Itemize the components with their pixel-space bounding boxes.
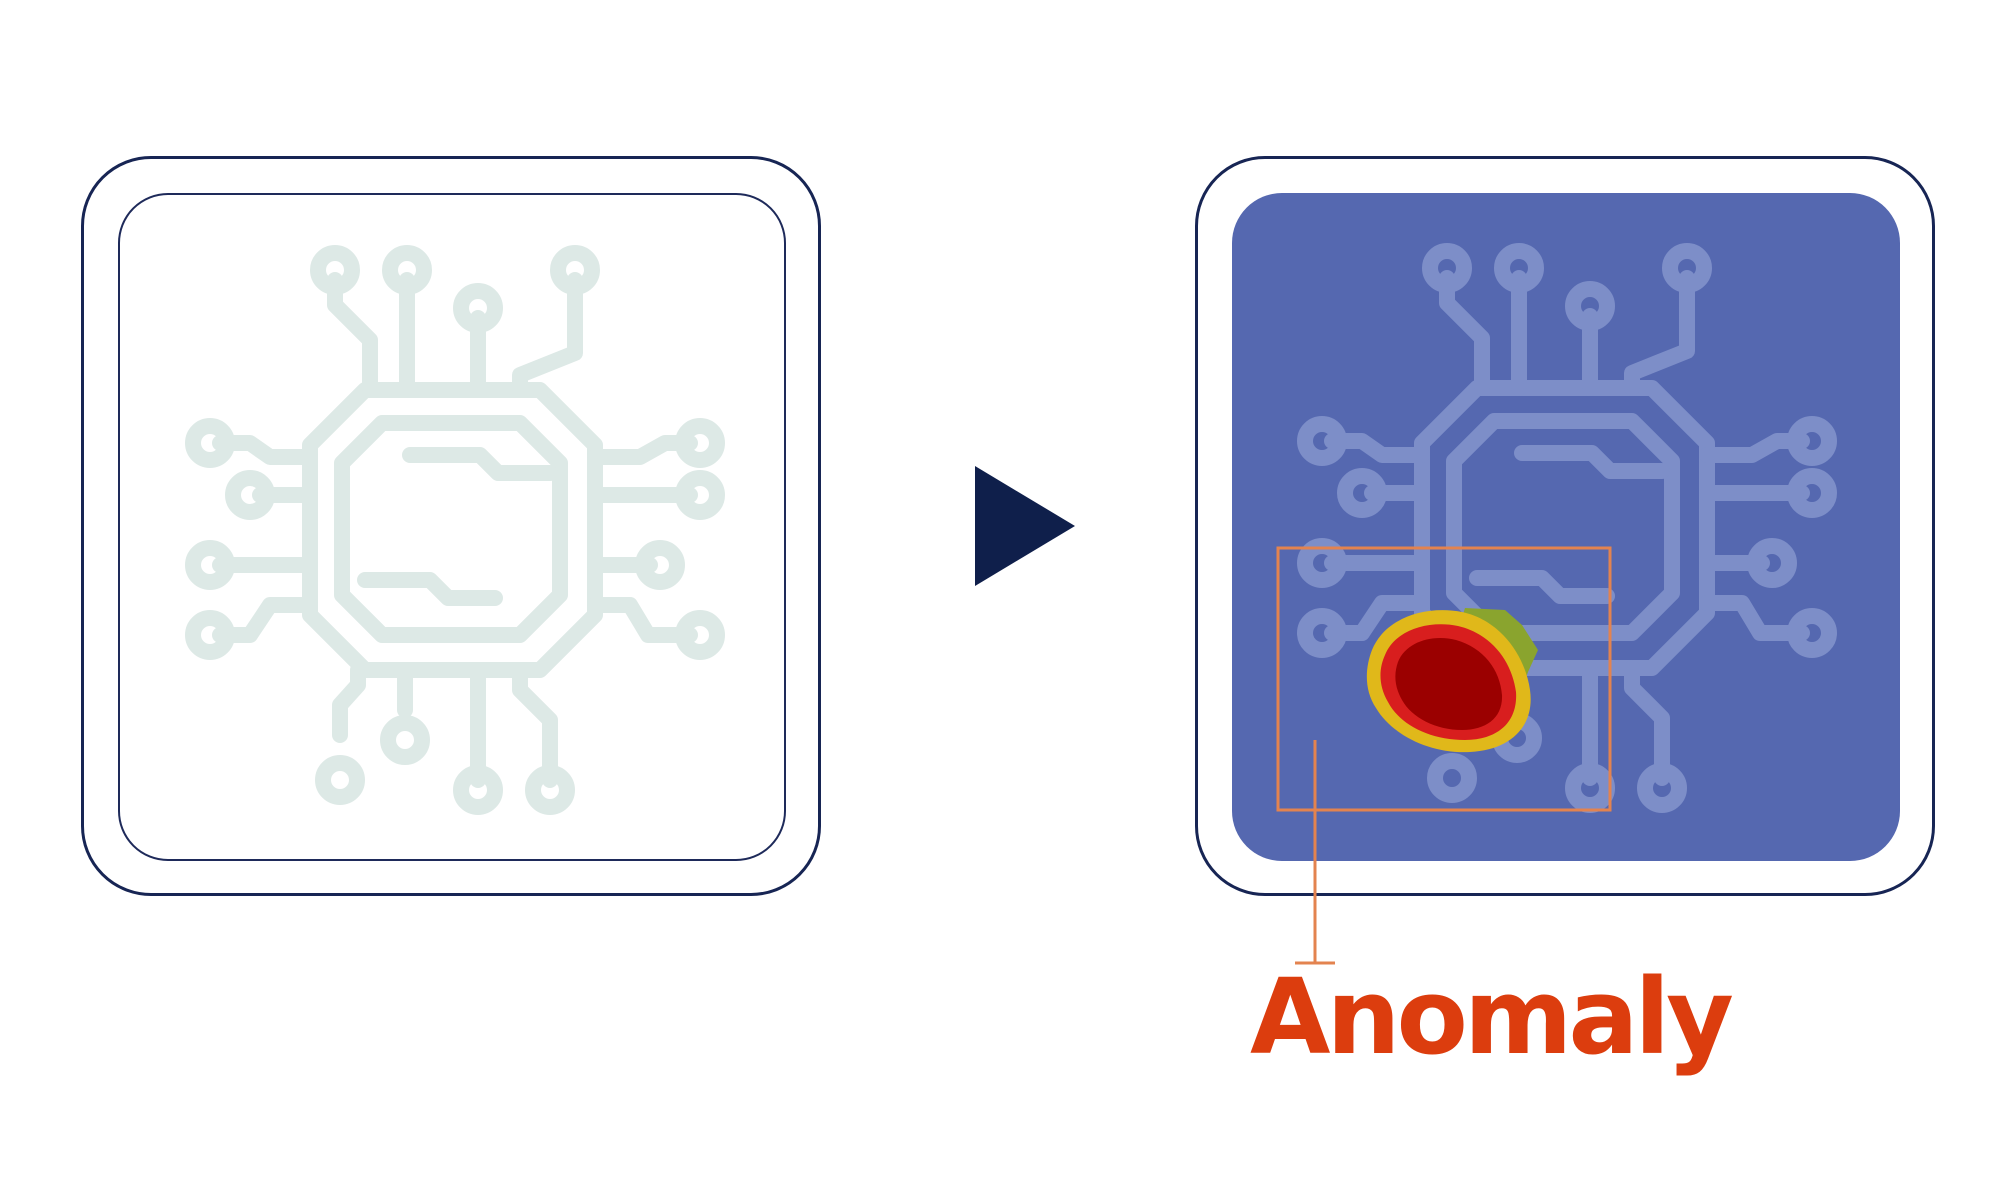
play-arrow-icon — [975, 466, 1075, 586]
circuit-chip-icon — [185, 245, 725, 815]
output-panel-inner — [1232, 193, 1900, 861]
input-panel-inner — [118, 193, 786, 861]
output-panel — [1195, 156, 1935, 896]
circuit-chip-icon — [1297, 243, 1837, 813]
anomaly-label: Anomaly — [1250, 956, 1734, 1078]
input-panel — [81, 156, 821, 896]
